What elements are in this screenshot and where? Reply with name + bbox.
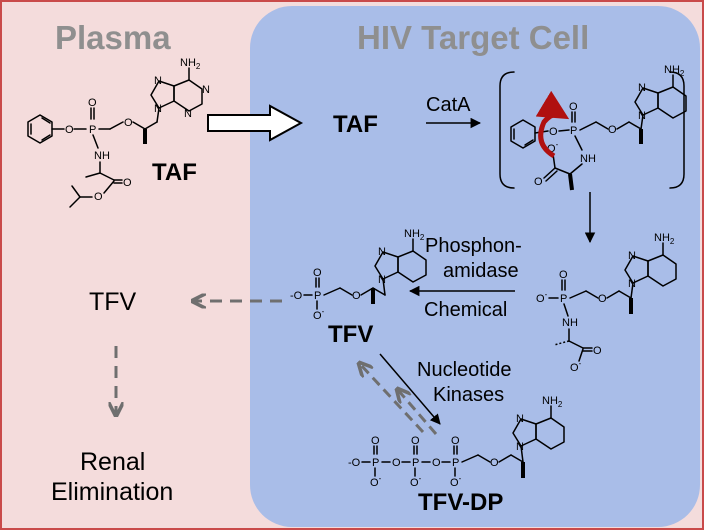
atom-o: O <box>65 124 74 136</box>
chemical-label: Chemical <box>424 299 507 321</box>
atom-n: N <box>154 103 162 115</box>
hiv-target-cell-region <box>250 6 700 527</box>
atom-o: O <box>534 176 543 188</box>
atom-nh2: NH2 <box>542 395 563 409</box>
atom-o-minus: -O <box>348 457 361 469</box>
atom-n: N <box>378 274 386 286</box>
atom-p: P <box>89 124 96 136</box>
plasma-header: Plasma <box>55 19 171 56</box>
reverse-dashed-arrow <box>360 364 425 434</box>
atom-o: O <box>549 126 558 138</box>
atom-o: O <box>608 124 617 136</box>
atom-n: N <box>628 250 636 262</box>
cell-header: HIV Target Cell <box>357 19 589 56</box>
atom-o: O <box>88 97 97 109</box>
atom-p: P <box>452 457 459 469</box>
atom-o-minus: O- <box>410 474 422 489</box>
phosphonamidase-label-line2: amidase <box>443 260 519 282</box>
atom-o-minus: O- <box>450 474 462 489</box>
atom-nh: NH <box>580 153 596 165</box>
atom-o: O <box>593 345 602 357</box>
atom-p: P <box>314 290 321 302</box>
atom-nh2: NH2 <box>654 232 675 246</box>
renal-label: Renal <box>80 448 145 476</box>
atom-o-minus: O- <box>536 290 548 305</box>
atom-nh2: NH2 <box>404 228 425 242</box>
tfv-dp-molecule: -O P O O- O P O O- O P O O- <box>348 395 565 489</box>
uptake-arrow <box>207 104 304 142</box>
atom-o-minus: -O <box>290 290 303 302</box>
cata-label: CatA <box>426 94 471 116</box>
atom-o: O <box>411 435 420 447</box>
atom-o: O <box>451 435 460 447</box>
atom-n: N <box>516 413 524 425</box>
atom-o: O <box>124 117 133 129</box>
atom-n: N <box>638 110 646 122</box>
tfv-label-plasma: TFV <box>89 288 137 316</box>
atom-o-minus: O- <box>547 140 559 155</box>
atom-o: O <box>352 290 361 302</box>
atom-o-minus: O- <box>313 307 325 322</box>
atom-n: N <box>638 82 646 94</box>
nucleophilic-attack-arrow <box>535 90 570 159</box>
atom-nh2: NH2 <box>664 64 685 78</box>
phosphonamidase-label-line1: Phosphon- <box>425 235 522 257</box>
nucleotide-label: Nucleotide <box>417 359 512 381</box>
atom-o: O <box>123 177 132 189</box>
alanine-tfv-molecule: O- P O O NH O O- NH2 <box>536 232 677 374</box>
tfv-label-cell: TFV <box>328 321 373 348</box>
atom-n: N <box>154 75 162 87</box>
elimination-label: Elimination <box>51 478 173 506</box>
atom-o: O <box>569 101 578 113</box>
atom-p: P <box>372 457 379 469</box>
atom-o: O <box>371 435 380 447</box>
atom-o: O <box>94 191 103 203</box>
atom-o: O <box>392 457 401 469</box>
reverse-dashed-arrow-2 <box>398 390 438 435</box>
atom-nh2: NH2 <box>180 57 201 71</box>
atom-n: N <box>516 441 524 453</box>
kinases-label: Kinases <box>433 384 504 406</box>
tfvdp-label: TFV-DP <box>418 489 503 516</box>
atom-n: N <box>628 278 636 290</box>
tfv-molecule: -O P O O- O NH2 N N <box>290 228 427 322</box>
atom-n: N <box>202 84 210 96</box>
atom-o-minus: O- <box>570 359 582 374</box>
atom-n: N <box>184 108 192 120</box>
atom-o: O <box>559 269 568 281</box>
atom-nh: NH <box>562 317 578 329</box>
atom-o-minus: O- <box>370 474 382 489</box>
atom-p: P <box>570 125 577 137</box>
atom-o: O <box>432 457 441 469</box>
atom-o: O <box>598 293 607 305</box>
atom-o: O <box>313 267 322 279</box>
atom-n: N <box>378 246 386 258</box>
taf-molecule-plasma: O P O O NH O O <box>27 57 210 208</box>
taf-label-cell: TAF <box>333 111 378 138</box>
atom-p: P <box>412 457 419 469</box>
atom-o: O <box>490 457 499 469</box>
taf-label-plasma: TAF <box>152 159 197 186</box>
atom-p: P <box>560 293 567 305</box>
atom-nh: NH <box>94 150 110 162</box>
cyclic-intermediate: O P O O NH O- O <box>499 64 687 191</box>
